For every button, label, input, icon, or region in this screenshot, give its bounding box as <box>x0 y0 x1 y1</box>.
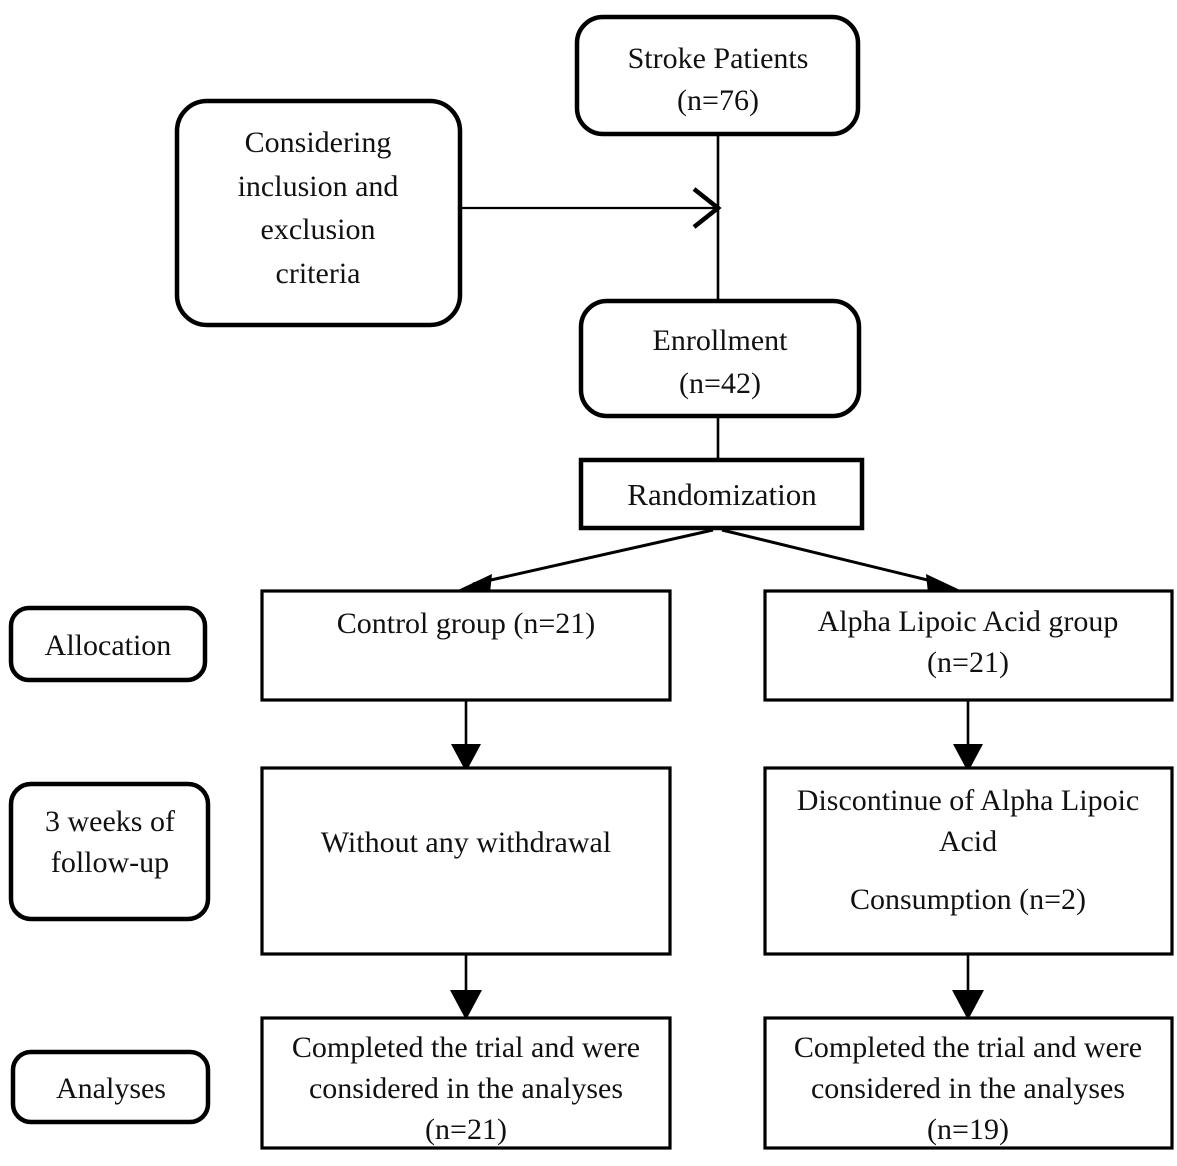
stage-label-allocation-line1: Allocation <box>45 629 172 662</box>
node-ala-group-line1: Alpha Lipoic Acid group <box>818 605 1119 638</box>
stage-label-analyses-shape <box>10 1049 211 1125</box>
stage-label-followup-shape <box>8 781 211 922</box>
stage-label-analyses-line1: Analyses <box>56 1072 166 1105</box>
node-enrollment-line1: Enrollment <box>653 324 789 357</box>
solid-arrowhead-icon <box>926 574 960 593</box>
stage-label-followup-line2: follow-up <box>51 846 169 879</box>
node-criteria-shape <box>174 98 463 328</box>
node-ala-group-line2: (n=21) <box>927 646 1009 679</box>
node-ala-group-shape <box>763 589 1174 702</box>
node-randomization-line1: Randomization <box>627 477 817 512</box>
solid-arrowhead-icon <box>451 744 481 772</box>
node-randomization-shape <box>578 457 865 531</box>
node-control-analyses-line3: (n=21) <box>425 1113 507 1146</box>
stage-label-allocation: Allocation <box>8 605 208 683</box>
node-stroke-patients-line1: Stroke Patients <box>628 42 809 75</box>
stage-label-analyses: Analyses <box>10 1049 211 1125</box>
node-enrollment-shape <box>578 298 862 419</box>
stage-label-followup-line1: 3 weeks of <box>45 805 175 838</box>
node-control-group-shape <box>260 589 672 702</box>
node-ala-analyses: Completed the trial and were considered … <box>763 1016 1174 1150</box>
solid-arrowhead-icon <box>458 574 492 593</box>
node-ala-group: Alpha Lipoic Acid group (n=21) <box>763 589 1174 702</box>
node-control-followup: Without any withdrawal <box>260 766 672 956</box>
stage-label-allocation-shape <box>8 605 208 683</box>
node-ala-followup: Discontinue of Alpha Lipoic Acid Consump… <box>763 766 1174 956</box>
node-ala-analyses-shape <box>763 1016 1174 1150</box>
node-stroke-patients-line2: (n=76) <box>677 84 759 117</box>
connector-randomization-to-ala <box>721 528 945 586</box>
solid-arrowhead-icon <box>953 744 983 772</box>
solid-arrowhead-icon <box>952 990 984 1020</box>
stage-label-followup: 3 weeks of follow-up <box>8 781 211 922</box>
node-criteria-line4: criteria <box>276 257 361 290</box>
node-ala-analyses-line2: considered in the analyses <box>811 1072 1125 1105</box>
node-ala-followup-shape <box>763 766 1174 956</box>
node-stroke-patients-shape <box>574 14 861 137</box>
node-ala-analyses-line1: Completed the trial and were <box>794 1031 1142 1064</box>
node-ala-analyses-line3: (n=19) <box>927 1113 1009 1146</box>
node-stroke-patients: Stroke Patients (n=76) <box>574 14 861 137</box>
node-criteria-line1: Considering <box>245 126 392 159</box>
node-control-analyses-line1: Completed the trial and were <box>292 1031 640 1064</box>
node-ala-followup-line3: Consumption (n=2) <box>850 883 1086 916</box>
node-criteria: Considering inclusion and exclusion crit… <box>174 98 463 328</box>
solid-arrowhead-icon <box>450 990 482 1020</box>
node-criteria-line3: exclusion <box>261 213 376 246</box>
node-ala-followup-line1: Discontinue of Alpha Lipoic <box>797 784 1139 817</box>
node-enrollment-line2: (n=42) <box>679 367 761 400</box>
node-control-followup-shape <box>260 766 672 956</box>
node-ala-followup-line2: Acid <box>939 825 997 858</box>
node-control-analyses-shape <box>260 1016 672 1150</box>
node-control-followup-line1: Without any withdrawal <box>321 826 611 859</box>
node-criteria-line2: inclusion and <box>238 170 399 203</box>
node-control-group: Control group (n=21) <box>260 589 672 702</box>
node-enrollment: Enrollment (n=42) <box>578 298 862 419</box>
open-arrowhead-icon <box>692 187 722 229</box>
node-control-group-line1: Control group (n=21) <box>337 607 596 640</box>
node-control-analyses-line2: considered in the analyses <box>309 1072 623 1105</box>
node-control-analyses: Completed the trial and were considered … <box>260 1016 672 1150</box>
connector-randomization-to-control <box>472 528 714 586</box>
node-randomization: Randomization <box>578 457 865 531</box>
